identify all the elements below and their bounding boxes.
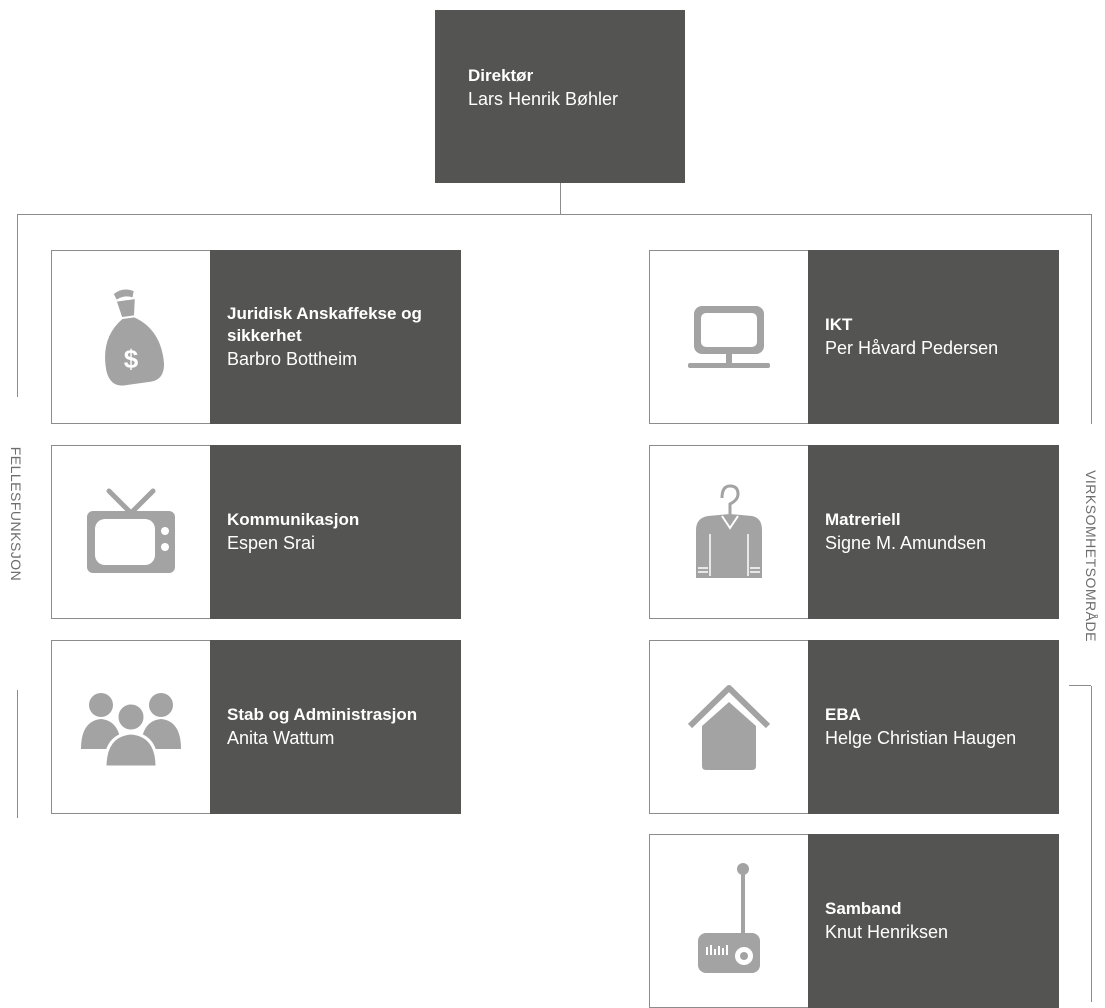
right-group-label: VIRKSOMHETSOMRÅDE [1083, 470, 1099, 642]
left-group-label: FELLESFUNKSJON [8, 446, 24, 582]
tv-icon [87, 488, 175, 573]
unit-card-samband: Samband Knut Henriksen [649, 834, 1059, 1008]
unit-title: Samband [825, 899, 902, 918]
radio-icon [698, 863, 760, 973]
money-bag-icon: $ [105, 289, 165, 386]
right-label-tick [1069, 685, 1091, 686]
left-bracket-bottom [17, 690, 18, 818]
unit-person: Helge Christian Haugen [825, 728, 1017, 748]
svg-text:$: $ [124, 344, 139, 374]
unit-person: Anita Wattum [227, 728, 335, 748]
unit-card-juridisk: $ Juridisk Anskaffekse og sikkerhet Barb… [51, 250, 461, 424]
unit-person: Knut Henriksen [825, 922, 949, 942]
unit-card-stab: Stab og Administrasjon Anita Wattum [51, 640, 461, 814]
people-icon [81, 693, 181, 767]
unit-title: IKT [825, 315, 853, 334]
unit-title: Kommunikasjon [227, 510, 360, 529]
director-box: Direktør Lars Henrik Bøhler [435, 10, 685, 183]
house-icon [687, 685, 771, 770]
unit-card-ikt: IKT Per Håvard Pedersen [649, 250, 1059, 424]
unit-person: Signe M. Amundsen [825, 533, 987, 553]
director-name: Lars Henrik Bøhler [468, 89, 619, 109]
jacket-icon [696, 484, 762, 578]
unit-card-eba: EBA Helge Christian Haugen [649, 640, 1059, 814]
horizontal-connector [17, 214, 1092, 215]
left-bracket-top [17, 214, 18, 397]
unit-person: Per Håvard Pedersen [825, 338, 999, 358]
unit-title: Juridisk Anskaffekse og sikkerhet [227, 304, 422, 345]
computer-icon [688, 306, 770, 368]
unit-card-matreriell: Matreriell Signe M. Amundsen [649, 445, 1059, 619]
unit-card-kommunikasjon: Kommunikasjon Espen Srai [51, 445, 461, 619]
director-connector [560, 183, 561, 215]
unit-title: Stab og Administrasjon [227, 705, 418, 724]
director-title: Direktør [468, 66, 534, 85]
unit-title: EBA [825, 705, 861, 724]
right-bracket-top [1091, 214, 1092, 424]
right-bracket-bottom [1091, 686, 1092, 1002]
unit-person: Barbro Bottheim [227, 349, 358, 369]
unit-title: Matreriell [825, 510, 901, 529]
unit-person: Espen Srai [227, 533, 316, 553]
